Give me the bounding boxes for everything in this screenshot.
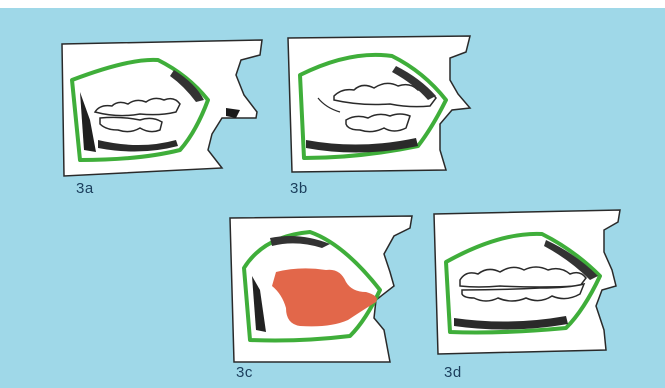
panel-3a-lower-teeth bbox=[100, 117, 162, 131]
label-3d: 3d bbox=[444, 364, 462, 381]
label-3a: 3a bbox=[76, 180, 94, 197]
panel-3b-lower-teeth bbox=[346, 114, 410, 132]
panel-3a bbox=[62, 40, 262, 176]
label-3b: 3b bbox=[290, 180, 308, 197]
panel-3d bbox=[434, 210, 620, 354]
panel-3b bbox=[288, 36, 470, 172]
label-3c: 3c bbox=[236, 364, 253, 381]
panel-3c bbox=[230, 216, 412, 362]
